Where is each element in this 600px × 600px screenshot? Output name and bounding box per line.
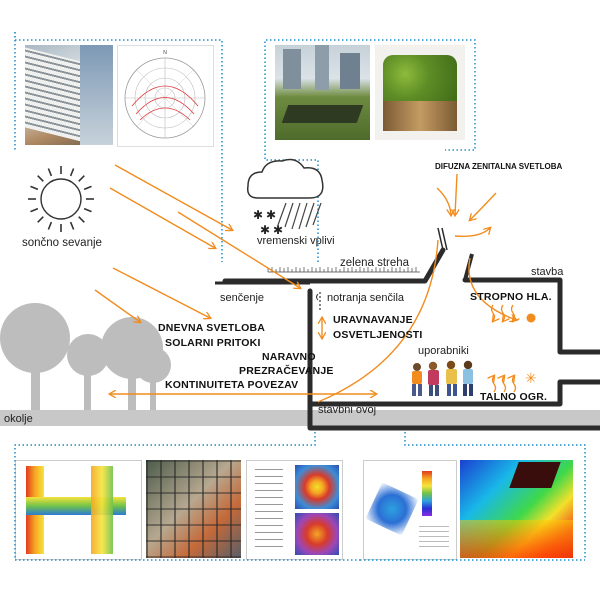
trees <box>0 303 171 415</box>
people-icon <box>412 360 473 396</box>
green-roof-photo <box>275 45 370 140</box>
interior-shades-label: notranja senčila <box>327 292 405 304</box>
lighting-control-label-2: OSVETLJENOSTI <box>333 329 423 341</box>
continuity-label: KONTINUITETA POVEZAV <box>165 379 299 391</box>
building-facade-photo <box>25 45 113 145</box>
environment-label: okolje <box>4 413 33 425</box>
ground-band <box>0 410 600 426</box>
ceiling-cooling-dot <box>526 313 536 323</box>
building-outline <box>222 247 600 431</box>
shading-label: senčenje <box>220 292 265 304</box>
svg-text:✱: ✱ <box>273 223 283 237</box>
floor-heating-label: TALNO OGR. <box>480 391 548 403</box>
envelope-label: stavbni ovoj <box>318 404 377 416</box>
users-label: uporabniki <box>418 345 469 357</box>
sun-icon <box>28 166 94 232</box>
svg-text:✱: ✱ <box>260 223 270 237</box>
diffuse-arrows <box>436 173 497 220</box>
cooling-curve <box>468 257 516 320</box>
ceiling-cooling-arrows <box>490 304 515 321</box>
section-heat-map <box>246 460 343 560</box>
callout-bottom-right <box>404 432 586 560</box>
callout-top-left <box>14 32 223 262</box>
skylight-arrow <box>454 228 490 238</box>
ceiling-cooling-label: STROPNO HLA. <box>470 291 552 303</box>
lighting-control-label-1: URAVNAVANJE <box>333 314 413 326</box>
svg-text:✱: ✱ <box>266 208 276 222</box>
green-roof-label: zelena streha <box>340 257 410 269</box>
floor-heating-star: ✳ <box>525 371 537 387</box>
cloud-rain-snow-icon: ✱✱ ✱✱ <box>246 158 324 237</box>
solar-arrows <box>94 164 300 322</box>
thermal-bridge-simulation <box>15 460 142 560</box>
callout-lines <box>14 32 586 561</box>
callout-top-right <box>264 39 476 262</box>
daylight-label: DNEVNA SVETLOBA <box>158 322 266 334</box>
facade-photo <box>146 460 241 558</box>
svg-text:✱: ✱ <box>253 208 263 222</box>
daylight-plan-simulation <box>363 460 457 560</box>
natural-ventilation-label-1: NARAVNO <box>262 351 316 363</box>
building-label: stavba <box>531 266 564 278</box>
solar-radiation-label: sončno sevanje <box>22 237 102 249</box>
callout-bottom-left <box>14 432 316 560</box>
green-wall-building-photo <box>375 45 465 140</box>
interior-false-color-render <box>460 460 573 558</box>
green-roof-grass <box>267 267 420 273</box>
weather-label: vremenski vplivi <box>257 235 335 247</box>
internal-light-curve <box>317 239 439 403</box>
sun-path-diagram: N <box>117 45 214 147</box>
heat-arrows-icon <box>493 376 517 393</box>
solar-gains-label: SOLARNI PRITOKI <box>165 337 261 349</box>
diffuse-light-label: DIFUZNA ZENITALNA SVETLOBA <box>435 162 563 171</box>
natural-ventilation-label-2: PREZRAČEVANJE <box>239 365 334 377</box>
svg-text:N: N <box>163 50 167 56</box>
